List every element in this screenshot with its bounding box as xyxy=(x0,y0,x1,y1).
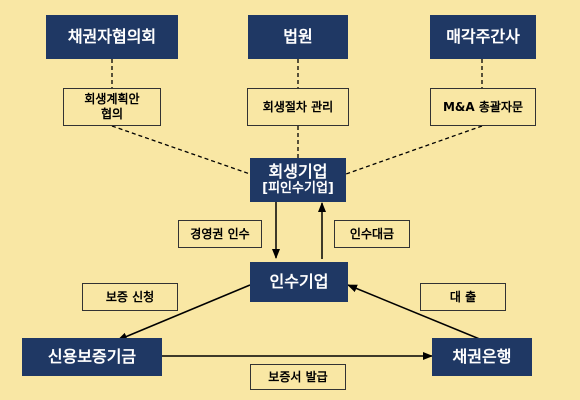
label-guarantee-application: 보증 신청 xyxy=(82,283,178,311)
label-rehab-plan: 회생계획안 협의 xyxy=(63,88,161,126)
node-creditor-council: 채권자협의회 xyxy=(46,15,178,59)
label-rehab-procedure: 회생절차 관리 xyxy=(247,88,349,126)
node-rehab-company-line1: 회생기업 xyxy=(268,162,328,182)
dashed-line-advisory-to-rehab xyxy=(345,125,483,175)
node-rehab-company: 회생기업 [피인수기업] xyxy=(250,158,346,202)
node-sale-manager: 매각주간사 xyxy=(430,15,536,59)
node-creditor-bank: 채권은행 xyxy=(432,338,532,376)
label-ma-advisory: M&A 총괄자문 xyxy=(430,88,536,126)
node-creditor-bank-label: 채권은행 xyxy=(452,346,512,366)
label-management-acquisition: 경영권 인수 xyxy=(178,220,262,248)
label-rehab-plan-line1: 회생계획안 xyxy=(84,92,140,106)
label-guarantee-issuance: 보증서 발급 xyxy=(250,364,346,390)
node-acquirer: 인수기업 xyxy=(250,262,348,302)
label-management-acquisition-text: 경영권 인수 xyxy=(190,226,250,241)
label-acquisition-payment: 인수대금 xyxy=(334,220,410,248)
label-rehab-procedure-text: 회생절차 관리 xyxy=(262,99,334,114)
label-rehab-plan-line2: 협의 xyxy=(100,107,124,121)
label-loan: 대 출 xyxy=(420,283,506,311)
label-ma-advisory-text: M&A 총괄자문 xyxy=(442,99,524,114)
label-loan-text: 대 출 xyxy=(449,289,477,304)
node-sale-manager-label: 매각주간사 xyxy=(446,26,520,46)
label-guarantee-application-text: 보증 신청 xyxy=(105,289,155,304)
node-credit-guarantee-fund-label: 신용보증기금 xyxy=(47,346,137,366)
node-court: 법원 xyxy=(248,15,348,59)
dashed-line-plan-to-rehab xyxy=(111,125,251,175)
arrow-bank-to-acquirer xyxy=(347,284,483,341)
arrow-acquirer-to-fund xyxy=(117,284,251,341)
label-guarantee-issuance-text: 보증서 발급 xyxy=(268,369,328,384)
node-creditor-council-label: 채권자협의회 xyxy=(67,26,157,46)
node-rehab-company-line2: [피인수기업] xyxy=(262,180,334,196)
node-court-label: 법원 xyxy=(283,26,313,46)
label-acquisition-payment-text: 인수대금 xyxy=(349,226,395,241)
node-acquirer-label: 인수기업 xyxy=(269,271,329,291)
node-credit-guarantee-fund: 신용보증기금 xyxy=(22,338,162,376)
